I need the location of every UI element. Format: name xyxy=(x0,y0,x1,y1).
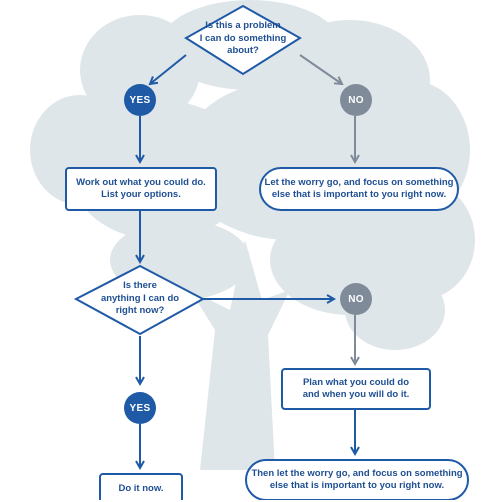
yes-label-2: YES xyxy=(129,402,151,414)
decision-diamond-problem xyxy=(184,4,302,76)
work-out-options-label: Work out what you could do. List your op… xyxy=(76,176,206,200)
no-circle-1 xyxy=(340,84,372,116)
yes-circle-1 xyxy=(124,84,156,116)
yes-label-1: YES xyxy=(129,94,151,106)
connector-q1-to-yes xyxy=(150,54,187,84)
question-right-now-label: Is there anything I can do right now? xyxy=(100,280,180,317)
box-let-worry-go-2 xyxy=(245,459,469,500)
box-do-it-now xyxy=(99,473,183,500)
background-tree xyxy=(30,0,475,470)
box-plan xyxy=(281,368,431,410)
no-circle-2 xyxy=(340,283,372,315)
decision-diamond-right-now xyxy=(73,264,206,336)
let-worry-go-1-label: Let the worry go, and focus on something… xyxy=(264,176,454,200)
let-worry-go-2-label: Then let the worry go, and focus on some… xyxy=(251,467,463,491)
yes-circle-2 xyxy=(124,392,156,424)
connector-q1-to-no xyxy=(299,54,342,84)
no-label-2: NO xyxy=(348,293,364,305)
flowchart-shapes xyxy=(65,4,469,500)
plan-label: Plan what you could do and when you will… xyxy=(302,376,410,400)
no-label-1: NO xyxy=(348,94,364,106)
box-let-worry-go-1 xyxy=(259,167,459,211)
box-work-out-options xyxy=(65,167,217,211)
connector-lines xyxy=(140,54,355,468)
do-it-now-label: Do it now. xyxy=(118,482,164,494)
question-problem-label: Is this a problem I can do something abo… xyxy=(199,20,287,57)
